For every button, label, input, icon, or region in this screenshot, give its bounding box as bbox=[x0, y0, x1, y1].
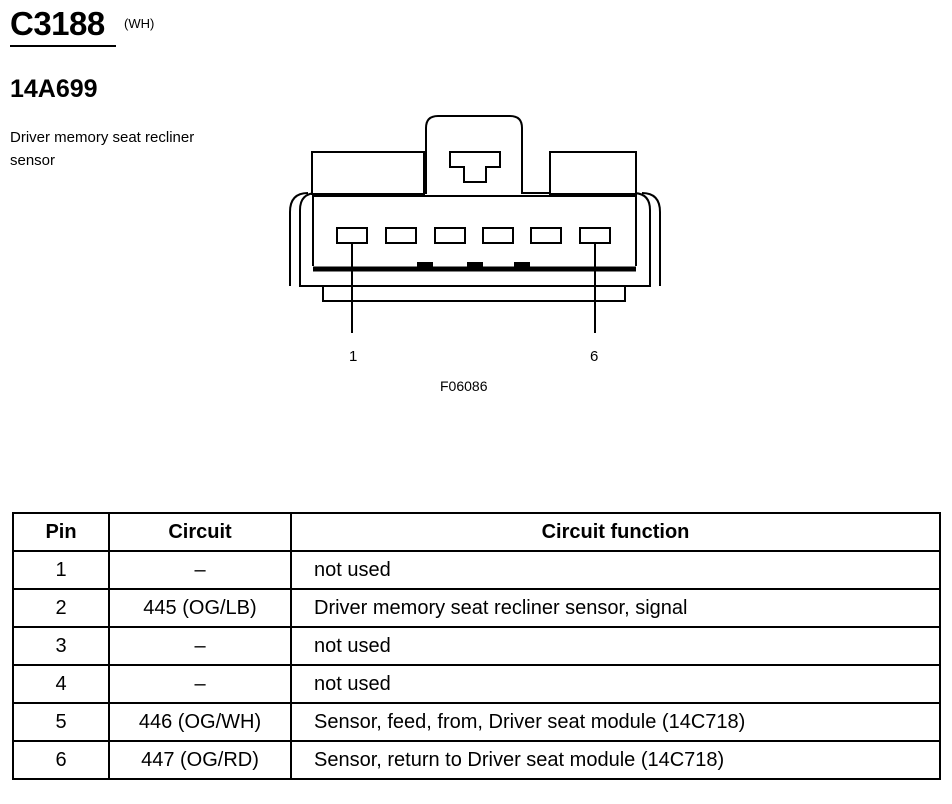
right-upper-block bbox=[549, 151, 637, 195]
pin-cell: 3 bbox=[12, 626, 110, 666]
function-cell: Sensor, feed, from, Driver seat module (… bbox=[290, 702, 941, 742]
circuit-cell: 446 (OG/WH) bbox=[108, 702, 292, 742]
pin-cavity-3 bbox=[434, 227, 466, 244]
lock-lever bbox=[449, 151, 501, 183]
figure-id: F06086 bbox=[440, 378, 488, 394]
pinout-table: Pin Circuit Circuit function 1 – not use… bbox=[12, 512, 941, 780]
table-row: 1 – not used bbox=[12, 550, 941, 590]
circuit-cell: – bbox=[108, 626, 292, 666]
table-row: 4 – not used bbox=[12, 664, 941, 704]
pin-cavity-5 bbox=[530, 227, 562, 244]
table-row: 5 446 (OG/WH) Sensor, feed, from, Driver… bbox=[12, 702, 941, 742]
pin-cell: 1 bbox=[12, 550, 110, 590]
left-upper-block bbox=[311, 151, 425, 195]
title-underline bbox=[10, 45, 116, 47]
right-latch bbox=[641, 192, 661, 286]
pin-cell: 5 bbox=[12, 702, 110, 742]
header-circuit: Circuit bbox=[108, 512, 292, 552]
pin-cell: 6 bbox=[12, 740, 110, 780]
pin-cell: 4 bbox=[12, 664, 110, 704]
component-description: Driver memory seat recliner sensor bbox=[10, 129, 195, 169]
pin-cavity-2 bbox=[385, 227, 417, 244]
pin-label-6: 6 bbox=[590, 348, 599, 365]
key-1 bbox=[417, 262, 433, 267]
circuit-cell: – bbox=[108, 550, 292, 590]
circuit-cell: – bbox=[108, 664, 292, 704]
connector-id: C3188 bbox=[10, 5, 105, 42]
circuit-cell: 445 (OG/LB) bbox=[108, 588, 292, 628]
pin-cell: 2 bbox=[12, 588, 110, 628]
pin-cavity-4 bbox=[482, 227, 514, 244]
connector-color: (WH) bbox=[124, 16, 155, 31]
pin-cavity-1 bbox=[336, 227, 368, 244]
connector-drawing bbox=[289, 115, 661, 333]
function-cell: not used bbox=[290, 626, 941, 666]
part-number: 14A699 bbox=[10, 75, 98, 103]
function-cell: Sensor, return to Driver seat module (14… bbox=[290, 740, 941, 780]
pin-cavity-6 bbox=[579, 227, 611, 244]
left-latch bbox=[289, 192, 309, 286]
circuit-cell: 447 (OG/RD) bbox=[108, 740, 292, 780]
key-2 bbox=[467, 262, 483, 267]
function-cell: Driver memory seat recliner sensor, sign… bbox=[290, 588, 941, 628]
table-row: 6 447 (OG/RD) Sensor, return to Driver s… bbox=[12, 740, 941, 780]
table-header-row: Pin Circuit Circuit function bbox=[12, 512, 941, 552]
connector-cavity bbox=[312, 195, 637, 266]
pin-label-1: 1 bbox=[349, 348, 358, 365]
function-cell: not used bbox=[290, 664, 941, 704]
function-cell: not used bbox=[290, 550, 941, 590]
key-3 bbox=[514, 262, 530, 267]
header-pin: Pin bbox=[12, 512, 110, 552]
table-row: 3 – not used bbox=[12, 626, 941, 666]
header-circuit-function: Circuit function bbox=[290, 512, 941, 552]
table-row: 2 445 (OG/LB) Driver memory seat recline… bbox=[12, 588, 941, 628]
